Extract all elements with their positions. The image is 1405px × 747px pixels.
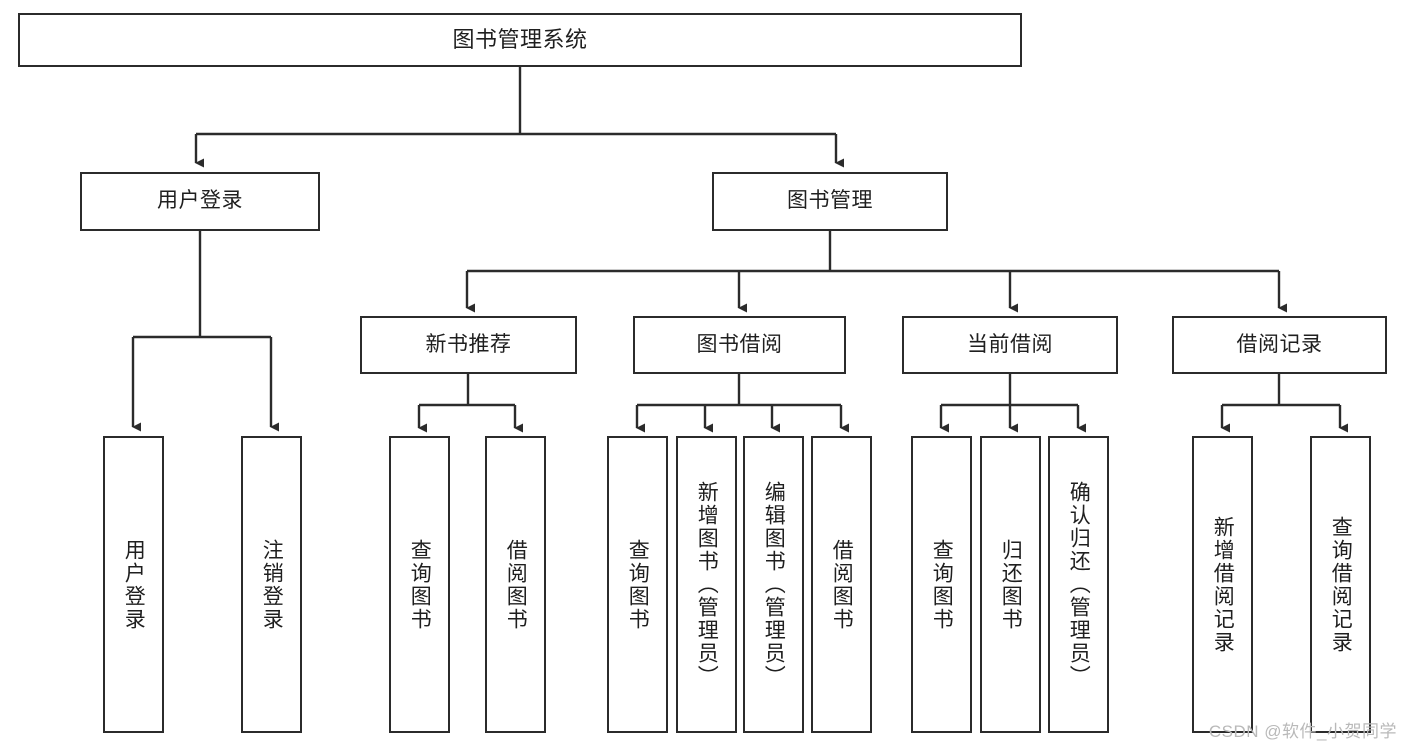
node-label: 借阅记录: [1236, 332, 1323, 356]
node-label: 用户登录: [157, 189, 243, 213]
node-book-management[interactable]: 图书管理: [712, 172, 948, 231]
leaf-edit-book-admin[interactable]: 编辑图书（管理员）: [743, 436, 804, 733]
node-label: 用户登录: [122, 538, 146, 631]
node-new-book-recommend[interactable]: 新书推荐: [360, 316, 577, 374]
leaf-query-book-borrow[interactable]: 查询图书: [607, 436, 668, 733]
node-label: 查询图书: [930, 538, 954, 631]
node-label: 图书管理: [787, 189, 873, 213]
node-label: 查询图书: [408, 538, 432, 631]
leaf-query-borrow-record[interactable]: 查询借阅记录: [1310, 436, 1371, 733]
node-label: 确认归还（管理员）: [1067, 481, 1091, 688]
leaf-query-book-current[interactable]: 查询图书: [911, 436, 972, 733]
node-label: 图书管理系统: [452, 27, 588, 53]
leaf-add-borrow-record[interactable]: 新增借阅记录: [1192, 436, 1253, 733]
leaf-add-book-admin[interactable]: 新增图书（管理员）: [676, 436, 737, 733]
leaf-return-book[interactable]: 归还图书: [980, 436, 1041, 733]
node-book-borrow[interactable]: 图书借阅: [633, 316, 846, 374]
node-label: 图书借阅: [696, 332, 783, 356]
node-label: 当前借阅: [967, 332, 1053, 356]
leaf-borrow-book-new[interactable]: 借阅图书: [485, 436, 546, 733]
node-label: 查询图书: [626, 538, 650, 631]
leaf-borrow-book[interactable]: 借阅图书: [811, 436, 872, 733]
node-label: 归还图书: [999, 538, 1023, 631]
node-label: 新增借阅记录: [1211, 515, 1235, 654]
node-label: 新增图书（管理员）: [695, 481, 719, 688]
node-label: 编辑图书（管理员）: [762, 481, 786, 688]
leaf-user-login[interactable]: 用户登录: [103, 436, 164, 733]
node-label: 借阅图书: [830, 538, 854, 631]
node-borrow-record[interactable]: 借阅记录: [1172, 316, 1387, 374]
leaf-query-book-new[interactable]: 查询图书: [389, 436, 450, 733]
node-label: 新书推荐: [425, 332, 512, 356]
node-root-system[interactable]: 图书管理系统: [18, 13, 1022, 67]
node-user-login[interactable]: 用户登录: [80, 172, 320, 231]
node-current-borrow[interactable]: 当前借阅: [902, 316, 1118, 374]
node-label: 借阅图书: [504, 538, 528, 631]
leaf-confirm-return-admin[interactable]: 确认归还（管理员）: [1048, 436, 1109, 733]
leaf-logout[interactable]: 注销登录: [241, 436, 302, 733]
node-label: 注销登录: [260, 538, 284, 631]
csdn-watermark: CSDN @软件_小贺同学: [1208, 722, 1397, 741]
node-label: 查询借阅记录: [1329, 515, 1353, 654]
